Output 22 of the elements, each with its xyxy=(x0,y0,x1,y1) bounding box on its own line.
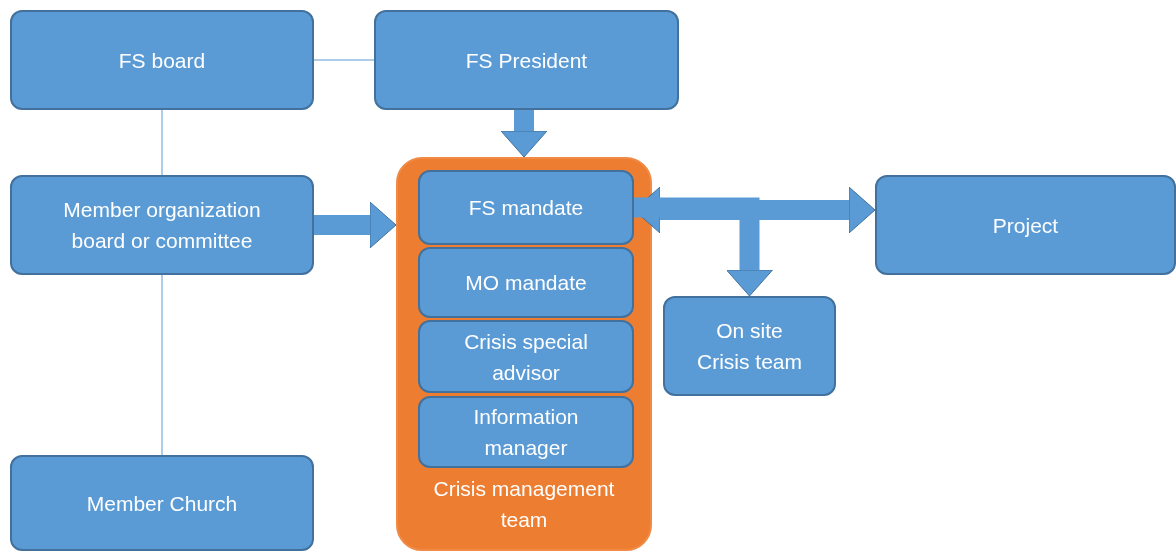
team-container xyxy=(396,157,652,551)
box-label: FS mandate xyxy=(468,195,584,221)
process-box xyxy=(418,247,634,318)
box-label: Member Church xyxy=(86,490,238,517)
box-label: On site Crisis team xyxy=(696,318,803,375)
box-label: Crisis special advisor xyxy=(463,328,589,386)
process-box xyxy=(875,175,1176,275)
process-box xyxy=(10,455,314,551)
process-box xyxy=(374,10,679,110)
process-box xyxy=(418,170,634,245)
process-box xyxy=(663,296,836,396)
process-box xyxy=(10,10,314,110)
box-label: Project xyxy=(992,212,1059,239)
process-box xyxy=(10,175,314,275)
box-label: FS President xyxy=(465,47,588,74)
box-label: Information manager xyxy=(472,404,580,461)
box-label: MO mandate xyxy=(465,270,587,296)
box-label: FS board xyxy=(118,47,206,74)
box-label: Crisis management team xyxy=(432,476,616,533)
process-box xyxy=(418,396,634,468)
process-box xyxy=(418,320,634,393)
box-label: Member organization board or committee xyxy=(62,197,262,254)
